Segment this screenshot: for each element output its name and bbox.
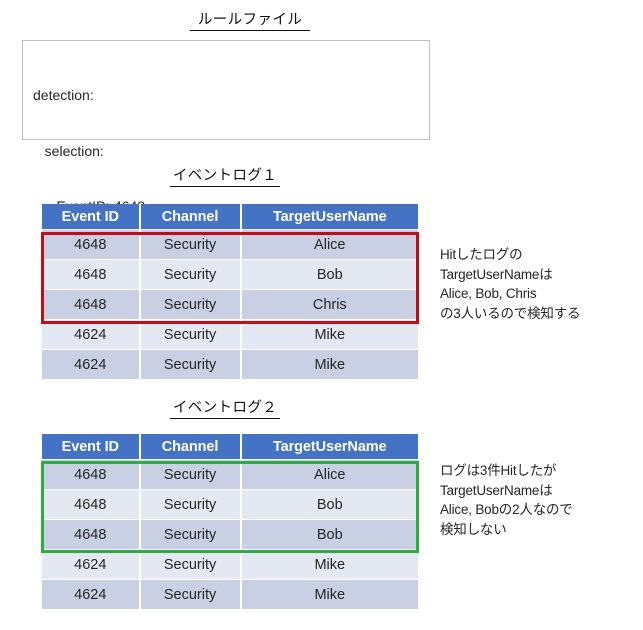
cell-event-id: 4648 <box>42 230 141 260</box>
column-header-channel: Channel <box>140 204 242 230</box>
cell-targetuser: Bob <box>241 520 418 550</box>
rule-line: detection: <box>33 87 94 103</box>
cell-event-id: 4648 <box>42 490 141 520</box>
table-header-row: Event ID Channel TargetUserName <box>42 434 418 460</box>
column-header-event-id: Event ID <box>42 204 141 230</box>
column-header-targetuser: TargetUserName <box>241 434 418 460</box>
cell-channel: Security <box>140 550 242 580</box>
cell-event-id: 4624 <box>42 350 141 380</box>
cell-targetuser: Bob <box>241 490 418 520</box>
cell-event-id: 4624 <box>42 580 141 610</box>
table-row: 4624 Security Mike <box>42 350 418 380</box>
event-log-1-table: Event ID Channel TargetUserName 4648 Sec… <box>42 204 418 380</box>
table-row: 4648 Security Bob <box>42 260 418 290</box>
table-header-row: Event ID Channel TargetUserName <box>42 204 418 230</box>
cell-targetuser: Alice <box>241 230 418 260</box>
table-row: 4648 Security Bob <box>42 520 418 550</box>
rule-line: selection: <box>33 142 104 159</box>
cell-channel: Security <box>140 580 242 610</box>
cell-targetuser: Mike <box>241 350 418 380</box>
cell-channel: Security <box>140 320 242 350</box>
cell-channel: Security <box>140 290 242 320</box>
column-header-event-id: Event ID <box>42 434 141 460</box>
cell-targetuser: Chris <box>241 290 418 320</box>
cell-event-id: 4648 <box>42 260 141 290</box>
table-row: 4648 Security Chris <box>42 290 418 320</box>
table-row: 4624 Security Mike <box>42 580 418 610</box>
cell-channel: Security <box>140 230 242 260</box>
cell-targetuser: Mike <box>241 580 418 610</box>
cell-event-id: 4624 <box>42 320 141 350</box>
cell-event-id: 4648 <box>42 290 141 320</box>
cell-targetuser: Mike <box>241 550 418 580</box>
event-log-2-table: Event ID Channel TargetUserName 4648 Sec… <box>42 434 418 610</box>
cell-targetuser: Bob <box>241 260 418 290</box>
table-row: 4624 Security Mike <box>42 550 418 580</box>
event-log-1-title: イベントログ１ <box>170 168 280 188</box>
table-row: 4648 Security Alice <box>42 460 418 490</box>
cell-event-id: 4648 <box>42 520 141 550</box>
cell-channel: Security <box>140 260 242 290</box>
cell-event-id: 4648 <box>42 460 141 490</box>
rule-file-title: ルールファイル <box>190 12 310 32</box>
cell-channel: Security <box>140 350 242 380</box>
cell-targetuser: Alice <box>241 460 418 490</box>
column-header-targetuser: TargetUserName <box>241 204 418 230</box>
event-log-1-annotation: Hitしたログの TargetUserNameは Alice, Bob, Chr… <box>440 247 581 321</box>
cell-channel: Security <box>140 460 242 490</box>
cell-event-id: 4624 <box>42 550 141 580</box>
event-log-2-annotation: ログは3件Hitしたが TargetUserNameは Alice, Bobの2… <box>440 463 573 537</box>
table-row: 4648 Security Alice <box>42 230 418 260</box>
table-row: 4648 Security Bob <box>42 490 418 520</box>
column-header-channel: Channel <box>140 434 242 460</box>
event-log-2-title: イベントログ２ <box>170 400 280 420</box>
table-row: 4624 Security Mike <box>42 320 418 350</box>
cell-channel: Security <box>140 490 242 520</box>
cell-channel: Security <box>140 520 242 550</box>
cell-targetuser: Mike <box>241 320 418 350</box>
